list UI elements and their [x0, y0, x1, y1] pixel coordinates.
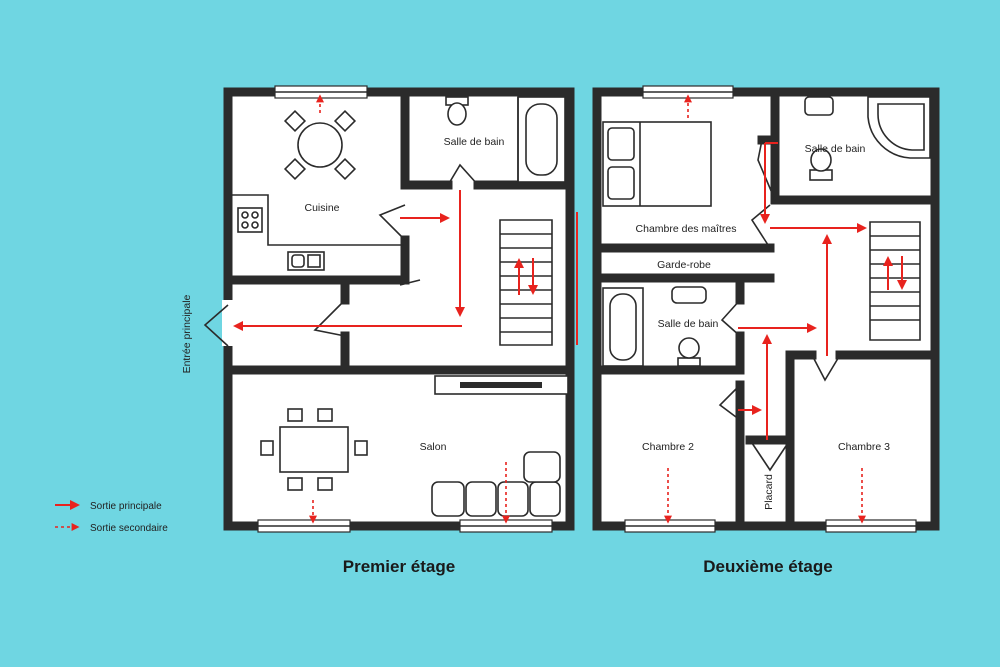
room-label-bedroom-3: Chambre 3 — [838, 441, 890, 453]
room-label-walk-in-closet: Garde-robe — [657, 259, 711, 271]
floor-2-outer-wall — [592, 87, 940, 531]
floor-1-interior-walls — [223, 87, 575, 375]
bathtub-icon — [602, 287, 644, 367]
floor-1-outer-wall — [223, 87, 575, 531]
staircase — [869, 221, 921, 341]
room-label-bathroom-top: Salle de bain — [805, 143, 866, 155]
stove-icon — [237, 207, 263, 233]
legend-label: Sortie secondaire — [90, 523, 168, 534]
bed-icon — [602, 121, 712, 207]
legend-item-secondary-exit: Sortie secondaire — [55, 523, 168, 534]
legend: Sortie principale Sortie secondaire — [55, 500, 168, 534]
floor-2-plan: Chambre des maîtres Garde-robe Salle de … — [592, 85, 940, 576]
floor-2-interior-walls — [592, 87, 940, 531]
corner-bathtub-icon — [867, 96, 931, 159]
legend-item-primary-exit: Sortie principale — [55, 500, 162, 512]
floor-2-caption: Deuxième étage — [703, 557, 832, 576]
toilet-icon — [671, 286, 707, 367]
tv-cabinet — [434, 375, 569, 395]
sink-icon — [287, 251, 325, 271]
sectional-sofa — [431, 451, 561, 517]
floor-1-caption: Premier étage — [343, 557, 455, 576]
room-label-bedroom-2: Chambre 2 — [642, 441, 694, 453]
toilet-icon — [445, 96, 469, 126]
floor-2-exit-routes — [664, 94, 867, 524]
room-label-living-room: Salon — [420, 441, 447, 453]
kitchen-counter — [232, 194, 404, 246]
room-label-bathroom-middle: Salle de bain — [658, 318, 719, 330]
staircase — [499, 219, 553, 346]
entrance-label: Entrée principale — [181, 294, 193, 373]
floor-1-exit-routes — [233, 94, 510, 524]
room-label-master-bedroom: Chambre des maîtres — [636, 223, 737, 235]
dining-table-round — [283, 109, 357, 181]
toilet-icon — [804, 96, 834, 181]
floor-1-doors — [203, 163, 479, 347]
legend-label: Sortie principale — [90, 501, 162, 512]
dining-table-rectangular — [260, 408, 368, 491]
entrance-gap — [222, 300, 234, 346]
room-label-closet: Placard — [763, 474, 775, 510]
floor-1-plan: Cuisine Salle de bain Salon Entrée princ… — [181, 85, 575, 576]
bathtub-icon — [517, 96, 566, 183]
room-label-kitchen: Cuisine — [304, 202, 339, 214]
room-label-bathroom: Salle de bain — [444, 136, 505, 148]
